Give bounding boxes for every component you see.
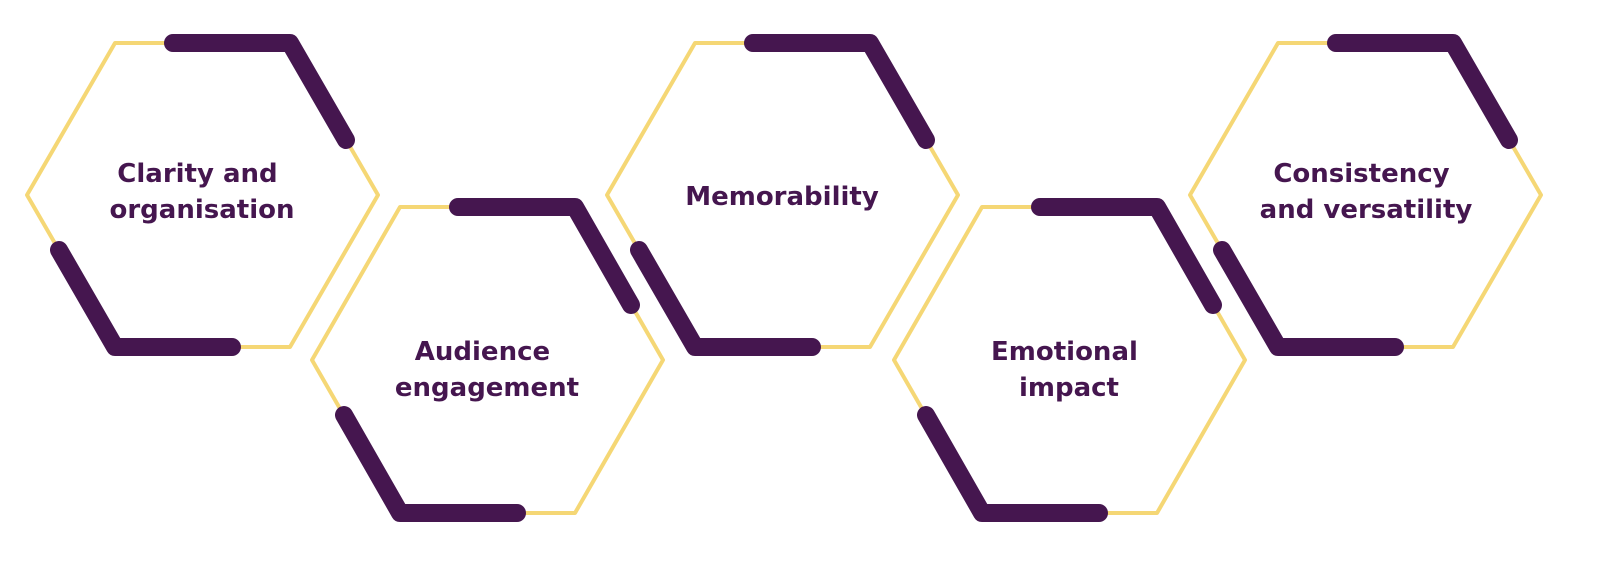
hexagon-label-line: Audience <box>415 337 550 367</box>
hexagon-label-line: impact <box>1019 373 1119 403</box>
hexagon-accent-bottom-left <box>917 406 1108 522</box>
hexagon-accent-bottom-left <box>1213 241 1404 356</box>
hexagon-emotional-impact: Emotional impact <box>892 198 1247 522</box>
hexagon-label-line: Memorability <box>685 182 879 212</box>
hexagon-accent-top-right <box>1327 34 1518 149</box>
hexagon-accent-bottom-left <box>335 406 526 522</box>
hexagon-consistency-and-versatility: Consistency and versatility <box>1188 34 1543 356</box>
hexagon-label-line: and versatility <box>1260 195 1473 225</box>
hexagon-label-line: organisation <box>110 195 295 225</box>
hexagon-label: Clarity and organisation <box>110 159 295 225</box>
hexagon-label: Consistency and versatility <box>1260 159 1473 225</box>
hexagon-accent-bottom-left <box>50 241 241 356</box>
hexagon-label: Audience engagement <box>395 337 579 403</box>
hexagon-label-line: Consistency <box>1273 159 1449 189</box>
hexagon-memorability: Memorability <box>605 34 960 356</box>
hexagon-audience-engagement: Audience engagement <box>310 198 665 522</box>
hexagon-clarity-and-organisation: Clarity and organisation <box>25 34 380 356</box>
hexagon-accent-top-right <box>449 198 640 314</box>
hexagon-accent-top-right <box>744 34 935 149</box>
hexagon-accent-bottom-left <box>630 241 821 356</box>
hexagon-accent-top-right <box>1031 198 1222 314</box>
hexagon-accent-top-right <box>164 34 355 149</box>
hexagon-label-line: Emotional <box>991 337 1138 367</box>
hexagon-label-line: engagement <box>395 373 579 403</box>
hexagon-label-line: Clarity and <box>117 159 277 189</box>
hexagon-label: Memorability <box>685 182 879 212</box>
hexagon-label: Emotional impact <box>991 337 1147 403</box>
